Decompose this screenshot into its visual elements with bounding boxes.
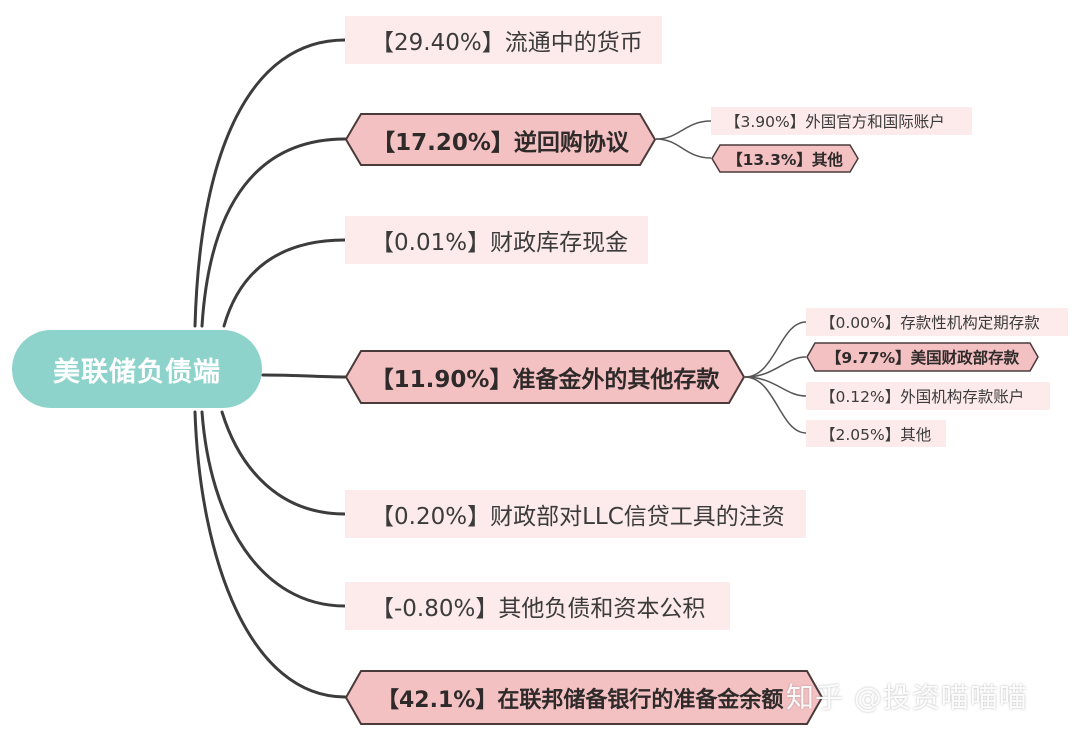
connector-sub-2-1	[655, 120, 712, 140]
root-node[interactable]: 美联储负债端	[12, 330, 262, 408]
connector-branch-1	[193, 38, 347, 328]
subnode-label: 【13.3%】其他	[727, 150, 843, 169]
branch-node-other-liabilities[interactable]: 【-0.80%】其他负债和资本公积	[345, 582, 730, 630]
branch-node-currency-in-circulation[interactable]: 【29.40%】流通中的货币	[345, 16, 662, 64]
subnode-repo-other[interactable]: 【13.3%】其他	[711, 144, 859, 173]
connector-sub-2-2	[655, 138, 712, 159]
subnode-term-deposits[interactable]: 【0.00%】存款性机构定期存款	[806, 308, 1068, 336]
connector-branch-2	[200, 137, 347, 328]
connector-branch-4	[261, 373, 347, 379]
connector-branch-7	[193, 410, 347, 699]
connector-sub-4-3	[744, 376, 807, 397]
subnode-label: 【0.12%】外国机构存款账户	[820, 388, 1025, 406]
connector-branch-6	[200, 410, 347, 608]
branch-label: 【42.1%】在联邦储备银行的准备金余额	[377, 687, 784, 713]
branch-label: 【11.90%】准备金外的其他存款	[370, 367, 720, 393]
branch-label: 【17.20%】逆回购协议	[372, 129, 629, 156]
subnode-label: 【0.00%】存款性机构定期存款	[820, 314, 1040, 332]
root-label: 美联储负债端	[53, 356, 221, 388]
connector-branch-3	[222, 238, 347, 328]
branch-label: 【-0.80%】其他负债和资本公积	[371, 596, 706, 622]
subnode-label: 【3.90%】外国官方和国际账户	[725, 113, 945, 131]
connector-sub-4-2	[744, 356, 807, 378]
subnode-label: 【2.05%】其他	[820, 425, 932, 444]
connector-sub-4-1	[744, 321, 807, 378]
subnode-treasury-general-account[interactable]: 【9.77%】美国财政部存款	[806, 342, 1039, 372]
branch-node-llc-capital[interactable]: 【0.20%】财政部对LLC信贷工具的注资	[345, 490, 806, 538]
branch-label: 【0.20%】财政部对LLC信贷工具的注资	[371, 504, 785, 530]
branch-node-treasury-cash[interactable]: 【0.01%】财政库存现金	[345, 216, 648, 264]
subnode-foreign-official-accounts[interactable]: 【3.90%】外国官方和国际账户	[711, 107, 972, 135]
branch-node-reserve-balances[interactable]: 【42.1%】在联邦储备银行的准备金余额	[345, 670, 823, 725]
watermark: 知乎 @投资喵喵喵	[786, 681, 1028, 714]
subnode-foreign-deposit-accounts[interactable]: 【0.12%】外国机构存款账户	[806, 382, 1050, 410]
branch-label: 【29.40%】流通中的货币	[371, 30, 643, 56]
branch-label: 【0.01%】财政库存现金	[371, 230, 629, 256]
branch-node-other-deposits[interactable]: 【11.90%】准备金外的其他存款	[345, 350, 745, 404]
subnode-label: 【9.77%】美国财政部存款	[825, 349, 1020, 367]
connector-sub-4-4	[744, 376, 807, 434]
connector-branch-5	[220, 410, 347, 516]
subnode-deposits-other[interactable]: 【2.05%】其他	[806, 420, 946, 447]
branch-node-reverse-repo[interactable]: 【17.20%】逆回购协议	[345, 113, 656, 166]
